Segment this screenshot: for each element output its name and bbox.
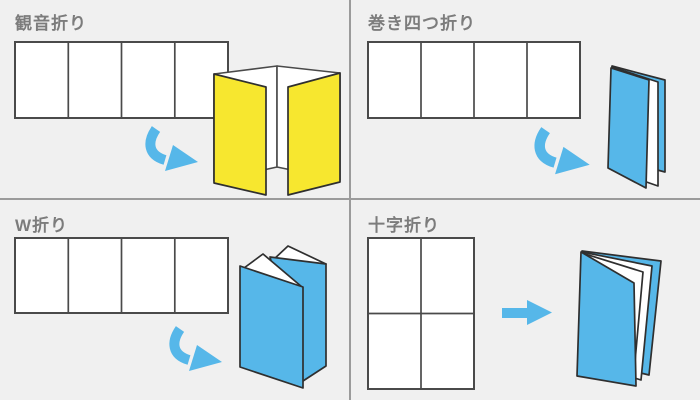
roll-fold-result-icon <box>607 65 666 189</box>
straight-arrow-icon <box>502 300 552 325</box>
quadrant-w-fold <box>14 237 327 389</box>
gate-fold-right-door <box>287 72 341 196</box>
gate-fold-result-icon <box>213 65 341 196</box>
cross-fold-result-icon <box>576 250 662 387</box>
cross-fold-front-cover <box>576 251 637 387</box>
w-fold-front-panel <box>239 265 304 389</box>
label-cross-fold: 十字折り <box>368 216 440 235</box>
quadrant-cross-fold <box>367 237 662 390</box>
roll-fold-front-cover <box>607 67 650 189</box>
gate-fold-flat-sheet <box>14 41 229 119</box>
label-roll-fold: 巻き四つ折り <box>368 14 476 33</box>
label-gate-fold: 観音折り <box>15 14 87 33</box>
cross-fold-flat-sheet <box>367 237 475 390</box>
w-fold-result-icon <box>239 245 327 389</box>
w-fold-flat-sheet <box>14 237 229 314</box>
gate-fold-left-door <box>213 73 267 196</box>
roll-fold-flat-sheet <box>367 41 581 119</box>
label-w-fold: W折り <box>15 216 69 235</box>
quadrant-gate-fold <box>14 41 341 196</box>
quadrant-roll-fold <box>367 41 666 189</box>
